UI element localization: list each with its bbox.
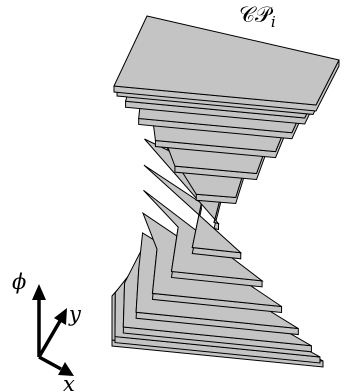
x-axis-line	[39, 357, 61, 369]
cp-label: 𝒞𝒫i	[239, 3, 276, 31]
phi-axis-label: ϕ	[12, 270, 26, 294]
x-axis-label: x	[63, 372, 75, 392]
phi-axis-arrowhead	[32, 284, 46, 300]
coordinate-axes: ϕ y x	[12, 270, 82, 392]
cp-label-main: 𝒞𝒫	[239, 3, 274, 28]
slab-stack	[112, 16, 339, 367]
y-axis-line	[39, 321, 60, 357]
cp-label-subscript: i	[271, 13, 276, 31]
y-axis-label: y	[68, 302, 82, 326]
